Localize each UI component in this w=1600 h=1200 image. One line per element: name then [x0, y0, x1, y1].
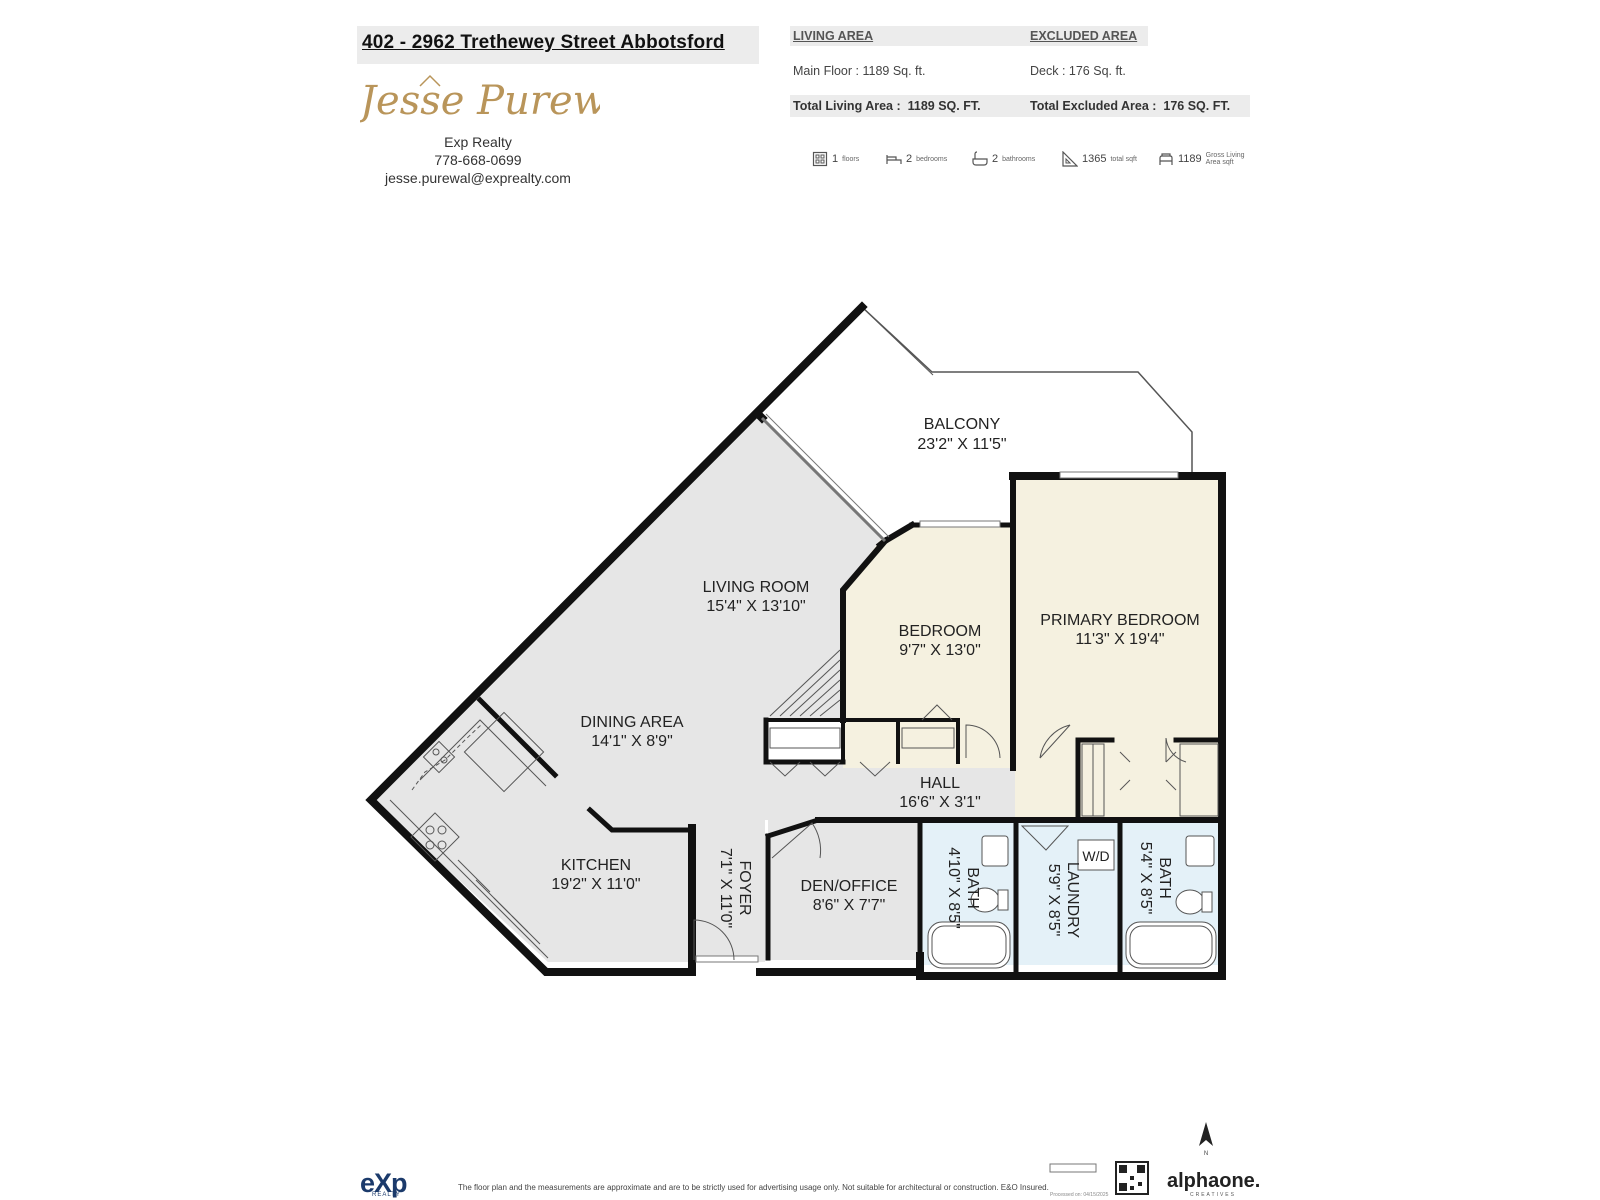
stairs-pattern [769, 649, 841, 717]
stat-bedrooms: 2 bedrooms [886, 151, 947, 167]
total-sqft-value: 1365 [1082, 153, 1107, 165]
compass-label: N [1204, 1151, 1208, 1157]
foyer-name: FOYER [736, 860, 753, 915]
primary-bedroom-name: PRIMARY BEDROOM [1040, 612, 1199, 629]
svg-text:Jesse Purewal: Jesse Purewal [360, 78, 600, 124]
bathtub-icon [972, 151, 988, 166]
area-total-band [790, 95, 1250, 117]
primary-bedroom-dims: 11'3" X 19'4" [1075, 631, 1164, 648]
kitchen-fixtures [389, 711, 549, 959]
scale-bar [1049, 1163, 1097, 1173]
door-swings [693, 704, 1187, 961]
exp-realty-logo: eXp [360, 1168, 408, 1198]
hall-dims: 16'6" X 3'1" [899, 794, 981, 811]
primary-bedroom-floor [1015, 476, 1220, 820]
den-floor [768, 820, 920, 960]
area-heading-band [790, 26, 1148, 46]
floors-label: floors [842, 155, 860, 163]
total-excluded-area: Total Excluded Area : 176 SQ. FT. [1030, 99, 1230, 113]
agent-signature-logo: Jesse Purewal [360, 74, 600, 124]
living-room-dims: 15'4" X 13'10" [706, 598, 805, 615]
gross-living-label: Gross Living Area sqft [1205, 152, 1245, 166]
stat-total-sqft: 1365 total sqft [1062, 151, 1137, 167]
kitchen-name: KITCHEN [561, 857, 631, 874]
living-room-name: LIVING ROOM [703, 579, 810, 596]
balcony-outline [861, 306, 1193, 472]
dining-area-name: DINING AREA [580, 714, 683, 731]
laundry-label: LAUNDRY 5'9" X 8'5" [1045, 862, 1081, 939]
hall-name: HALL [920, 775, 960, 792]
bath1-label: BATH 4'10" X 8'5" [945, 847, 981, 929]
alphaone-sub: CREATIVES [1190, 1192, 1236, 1198]
total-excluded-value: 176 SQ. FT. [1163, 99, 1231, 113]
bedrooms-label: bedrooms [916, 155, 948, 163]
total-living-area: Total Living Area : 1189 SQ. FT. [793, 99, 981, 113]
main-floor-area: Main Floor : 1189 Sq. ft. [793, 64, 926, 78]
bath2-name: BATH [1156, 857, 1173, 898]
bedroom-dims: 9'7" X 13'0" [899, 642, 981, 659]
bathrooms-count: 2 [992, 153, 999, 165]
kitchen-dims: 19'2" X 11'0" [551, 876, 640, 893]
stat-floors: 1 floors [812, 151, 859, 167]
triangle-ruler-icon [1062, 151, 1078, 167]
property-address: 402 - 2962 Trethewey Street Abbotsford [362, 32, 725, 53]
gross-living-value: 1189 [1178, 153, 1202, 165]
bedroom-floor [843, 525, 1015, 768]
deck-area: Deck : 176 Sq. ft. [1030, 64, 1126, 78]
bath2-label: BATH 5'4" X 8'5" [1137, 842, 1173, 915]
bathrooms-label: bathrooms [1002, 155, 1036, 163]
total-living-label: Total Living Area : [793, 99, 901, 113]
sofa-icon [1159, 153, 1173, 165]
laundry-dims: 5'9" X 8'5" [1045, 864, 1062, 937]
total-living-value: 1189 SQ. FT. [907, 99, 981, 113]
windows [695, 413, 1179, 963]
den-name: DEN/OFFICE [801, 878, 898, 895]
exp-realty-sub: REALTY [372, 1192, 401, 1198]
agent-phone: 778-668-0699 [434, 152, 522, 168]
bath1-dims: 4'10" X 8'5" [945, 847, 962, 929]
total-excluded-label: Total Excluded Area : [1030, 99, 1157, 113]
main-floor-fill [372, 307, 1078, 962]
laundry-name: LAUNDRY [1064, 862, 1081, 939]
address-background [357, 26, 759, 64]
bath2-dims: 5'4" X 8'5" [1137, 842, 1154, 915]
floors-icon [812, 151, 828, 167]
dining-area-dims: 14'1" X 8'9" [591, 733, 673, 750]
closets [769, 727, 1219, 817]
bedrooms-count: 2 [906, 153, 913, 165]
floors-count: 1 [832, 153, 839, 165]
disclaimer: The floor plan and the measurements are … [458, 1183, 1049, 1192]
processed-date: Processed on: 04/15/2025 [1050, 1192, 1109, 1198]
balcony-name: BALCONY [924, 416, 1001, 433]
den-dims: 8'6" X 7'7" [813, 897, 886, 914]
foyer-label: FOYER 7'1" X 11'0" [717, 848, 753, 928]
agent-email: jesse.purewal@exprealty.com [385, 170, 571, 186]
excluded-area-heading: EXCLUDED AREA [1030, 29, 1138, 43]
washer-dryer-label: W/D [1082, 848, 1109, 864]
walls [365, 301, 1226, 980]
living-area-heading: LIVING AREA [793, 29, 874, 43]
brokerage-name: Exp Realty [444, 134, 512, 150]
total-sqft-label: total sqft [1110, 155, 1137, 163]
alphaone-logo: alphaone. [1167, 1170, 1261, 1192]
stat-bathrooms: 2 bathrooms [972, 151, 1035, 167]
bath-fixtures [927, 835, 1217, 969]
stat-gross-living: 1189 Gross Living Area sqft [1158, 151, 1246, 167]
bath1-name: BATH [964, 867, 981, 908]
bedroom-name: BEDROOM [899, 623, 982, 640]
qr-code [1115, 1161, 1149, 1195]
north-compass-icon: N [1199, 1122, 1213, 1157]
foyer-dims: 7'1" X 11'0" [717, 848, 734, 928]
bed-icon [886, 155, 902, 164]
balcony-dims: 23'2" X 11'5" [917, 436, 1006, 453]
